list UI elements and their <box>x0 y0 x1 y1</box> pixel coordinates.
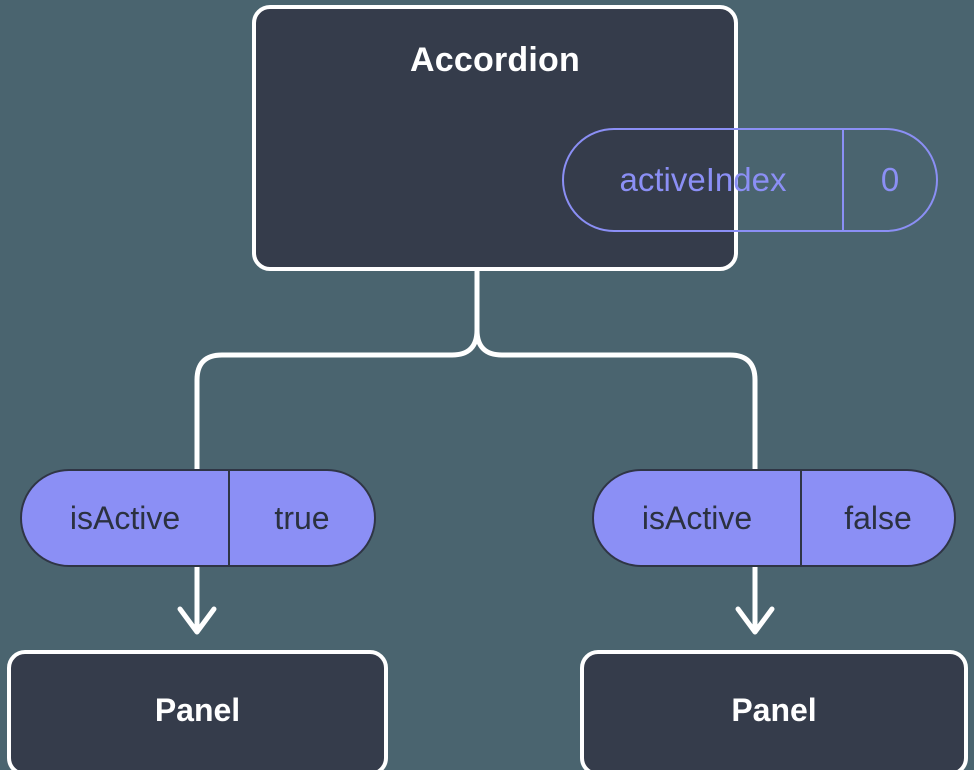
node-panel-left[interactable]: Panel <box>7 650 388 770</box>
state-pill-key: activeIndex <box>564 130 844 230</box>
node-accordion-title: Accordion <box>410 41 580 79</box>
connector-root-to-right-pill <box>474 268 758 472</box>
state-pill-active-index[interactable]: activeIndex 0 <box>562 128 938 232</box>
arrow-left-head-icon <box>177 606 217 635</box>
node-panel-right[interactable]: Panel <box>580 650 968 770</box>
prop-pill-is-active-true[interactable]: isActive true <box>20 469 376 567</box>
prop-pill-value-right: false <box>844 499 912 536</box>
node-panel-left-title: Panel <box>154 692 241 728</box>
prop-pill-key-right: isActive <box>594 471 802 565</box>
node-panel-right-title: Panel <box>731 692 817 728</box>
state-pill-value: 0 <box>880 161 900 198</box>
connector-root-to-left-pill <box>194 268 480 472</box>
prop-pill-key-left: isActive <box>22 471 230 565</box>
prop-pill-is-active-false[interactable]: isActive false <box>592 469 956 567</box>
prop-pill-value-left: true <box>274 499 330 536</box>
arrow-right-head-icon <box>735 606 775 635</box>
node-accordion[interactable]: Accordion activeIndex 0 <box>252 5 938 271</box>
